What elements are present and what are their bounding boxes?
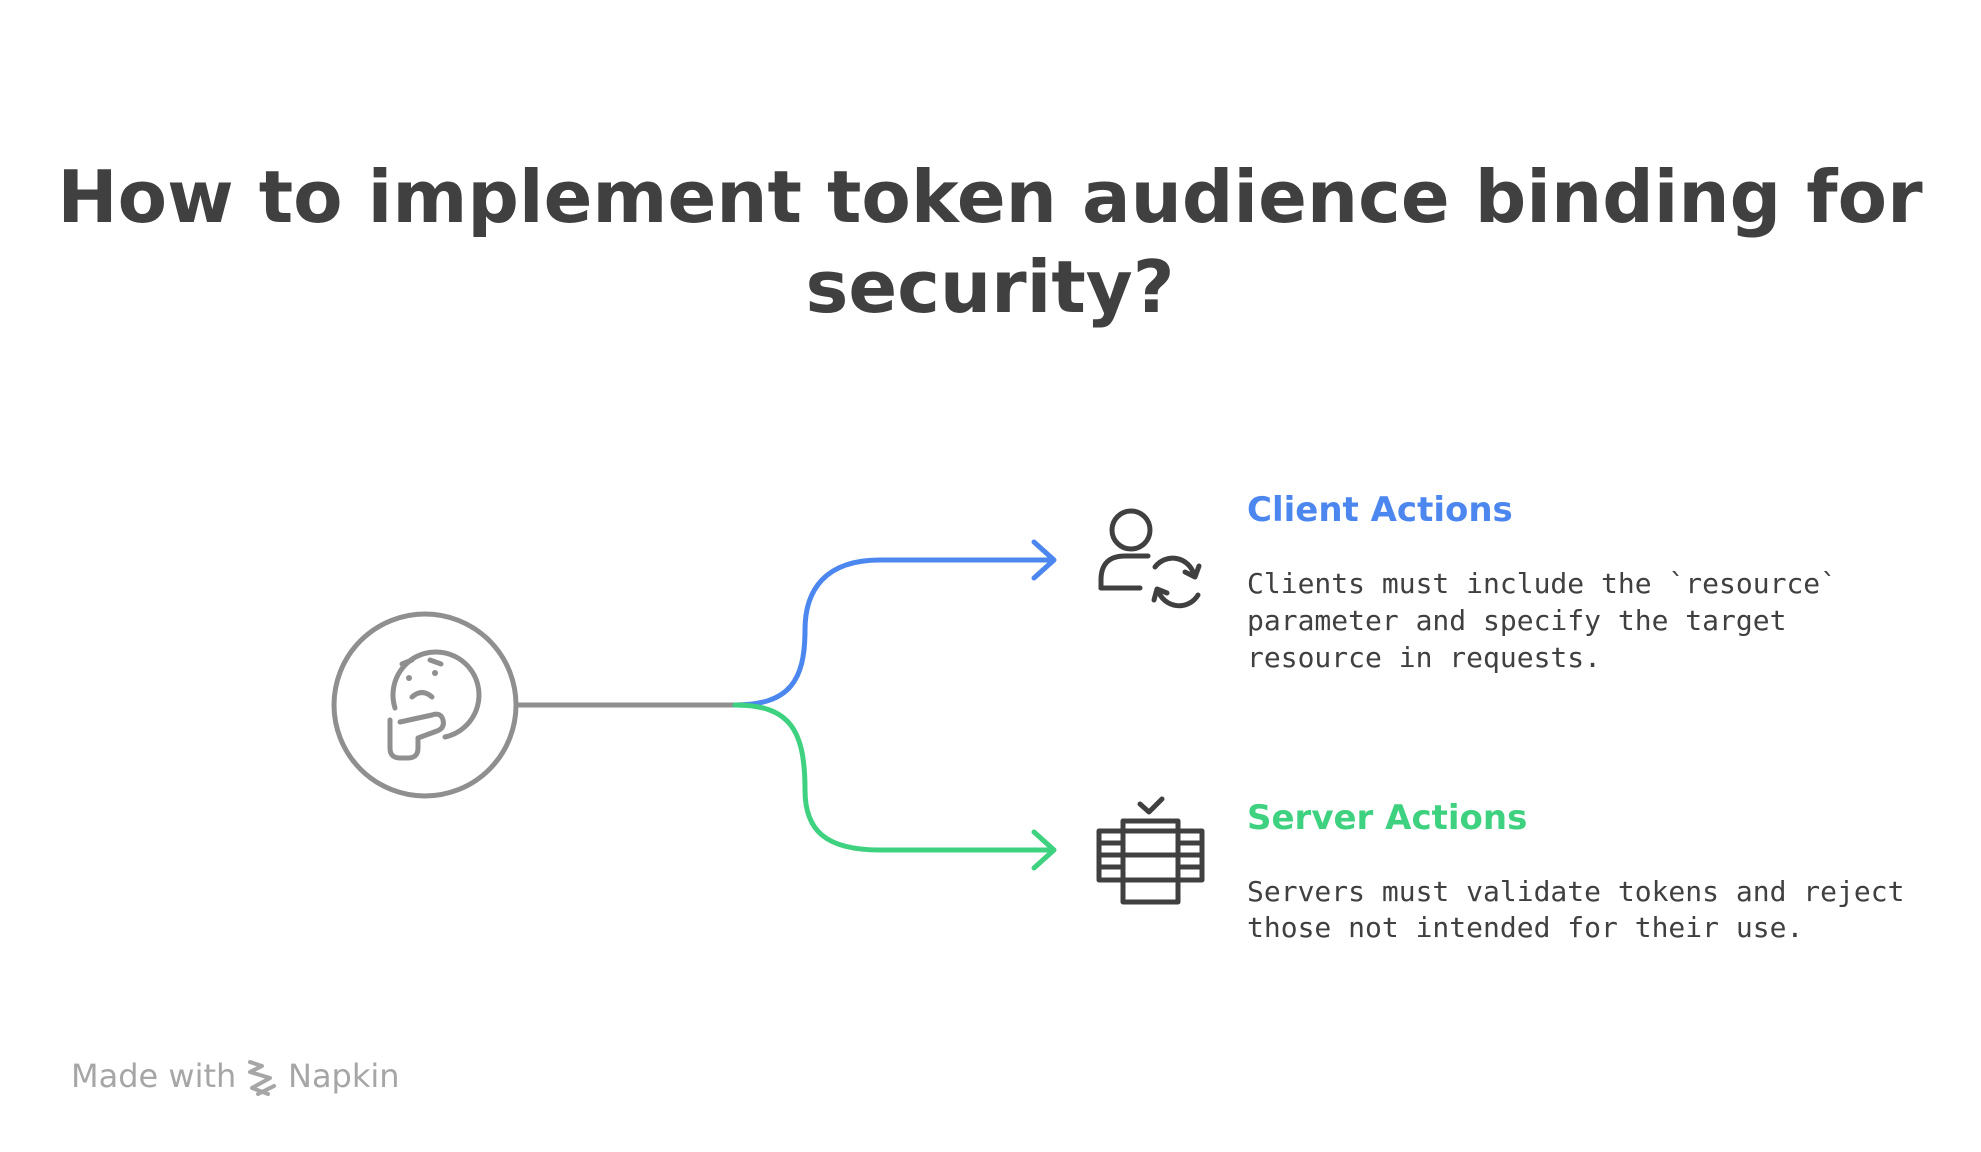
server-actions-title: Server Actions [1247, 798, 1527, 838]
server-actions-description-line-1: Servers must validate tokens and reject [1247, 875, 1904, 908]
client-actions-title: Client Actions [1247, 490, 1513, 530]
server-actions-description-line-2: those not intended for their use. [1247, 911, 1803, 944]
client-actions-description-line-1: Clients must include the `resource` [1247, 567, 1837, 600]
diagram-title-line-1: How to implement token audience binding … [57, 155, 1923, 239]
server-branch-arrowhead [1031, 829, 1057, 871]
thinking-face-icon [387, 649, 482, 761]
server-actions-branch: Server Actions Servers must validate tok… [1096, 796, 1904, 944]
footer-made-with: Made with [71, 1057, 236, 1095]
napkin-logo-icon [248, 1060, 276, 1096]
user-sync-icon [1098, 508, 1202, 609]
napkin-footer: Made with Napkin [71, 1057, 400, 1096]
footer-napkin-brand: Napkin [288, 1057, 400, 1095]
client-actions-description-line-3: resource in requests. [1247, 641, 1601, 674]
client-branch-connector [732, 557, 1055, 708]
client-branch-arrowhead [1031, 539, 1057, 581]
server-branch-connector [732, 702, 1055, 853]
diagram-title-line-2: security? [806, 245, 1175, 329]
client-actions-description-line-2: parameter and specify the target [1247, 604, 1786, 637]
center-node [331, 611, 519, 799]
client-actions-branch: Client Actions Clients must include the … [1098, 490, 1837, 674]
server-check-icon [1096, 796, 1205, 905]
